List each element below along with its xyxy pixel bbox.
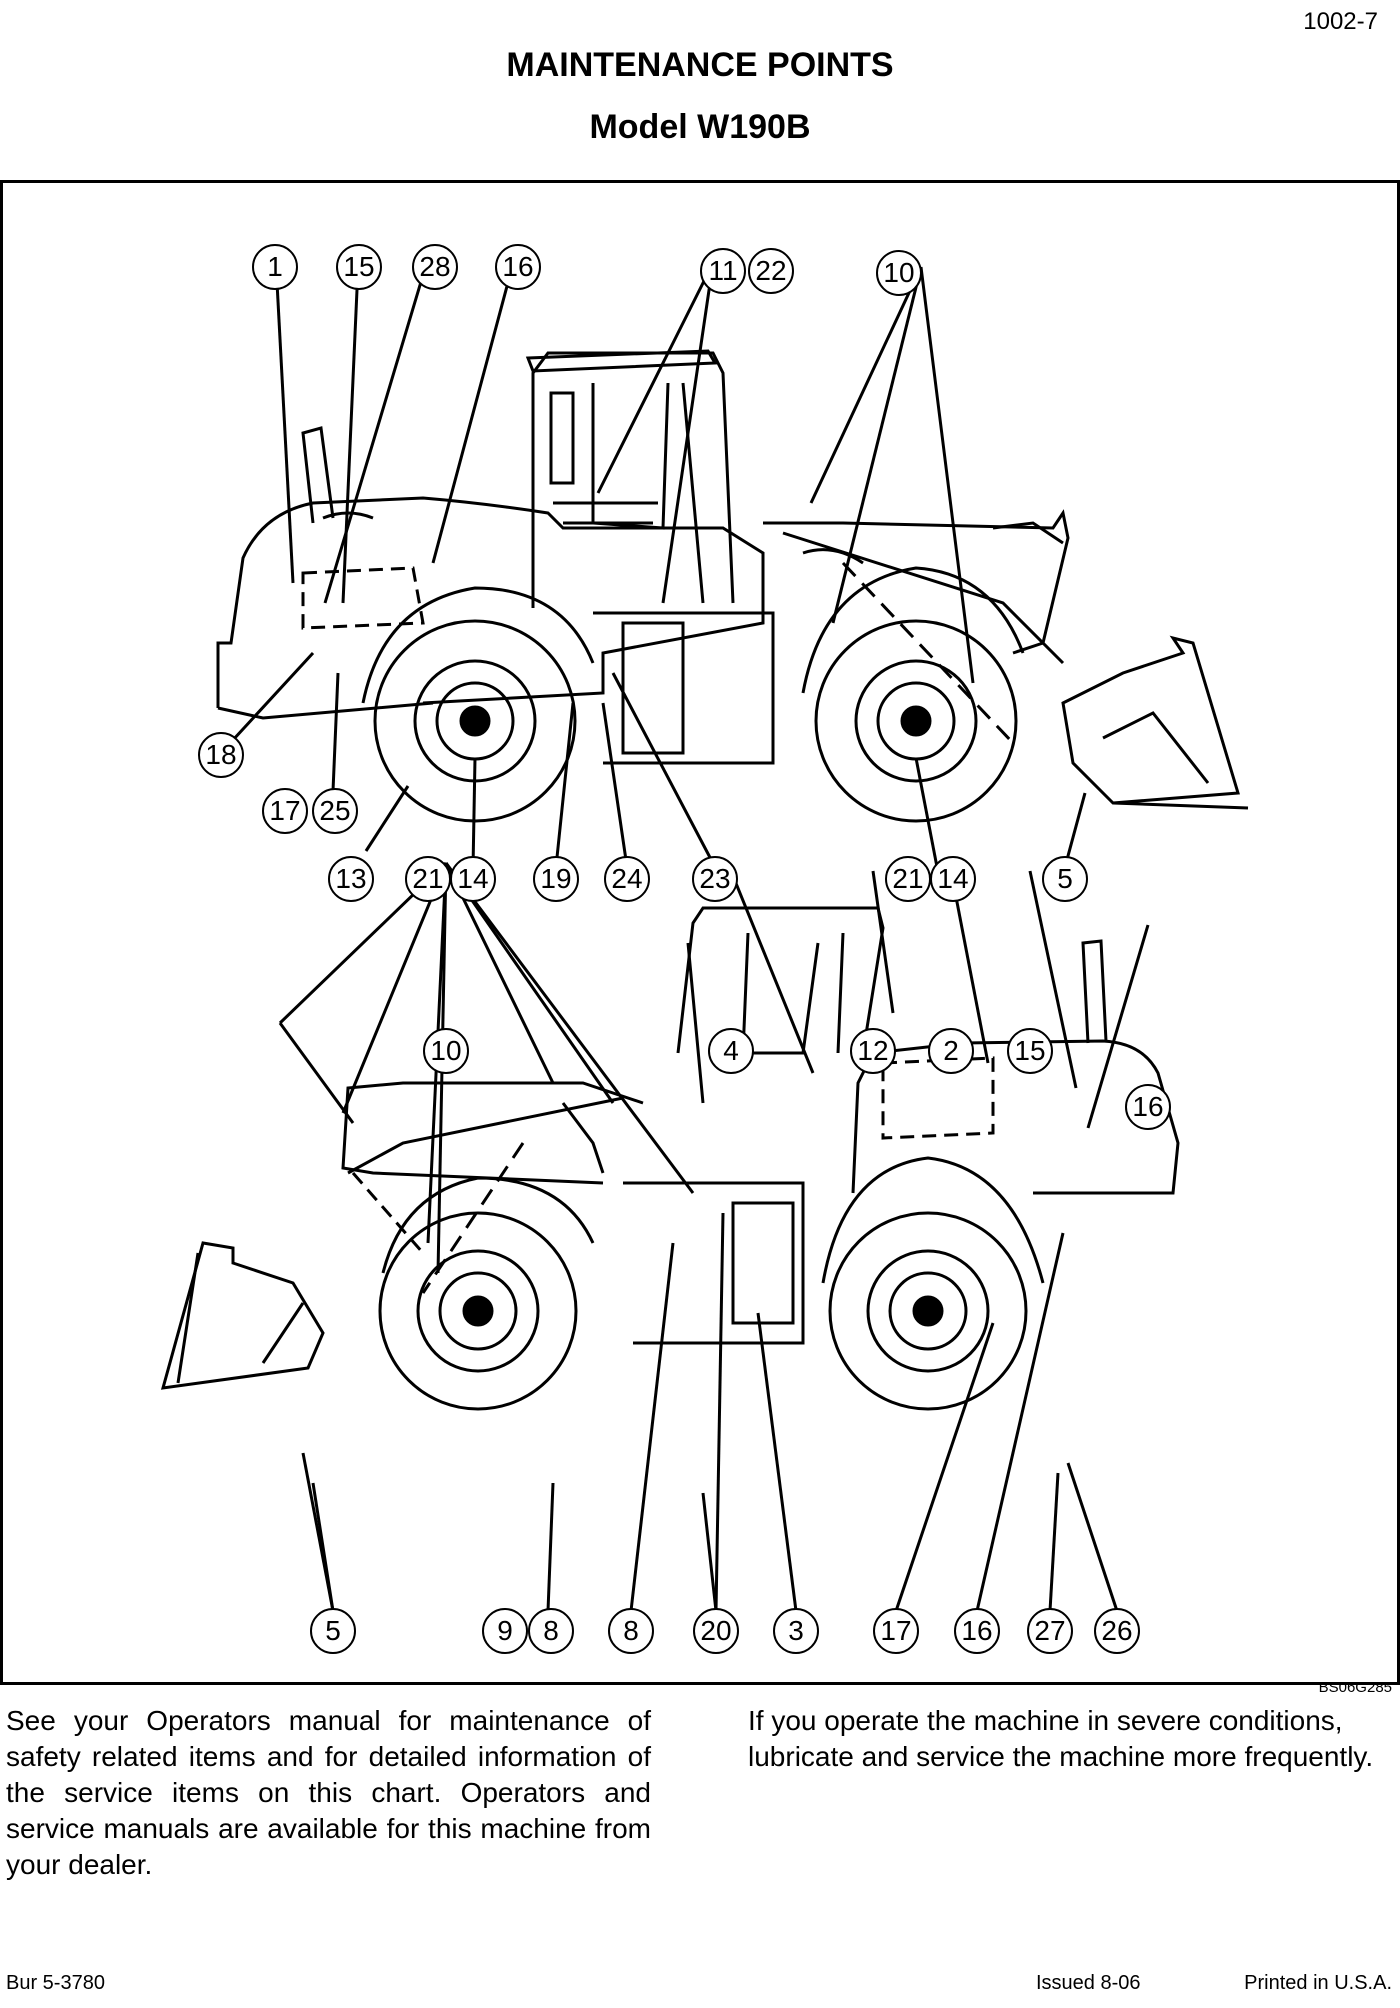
callout-circle bbox=[528, 1608, 574, 1654]
callout-label: 5 bbox=[325, 1615, 341, 1646]
footer-doc-number: Bur 5-3780 bbox=[6, 1972, 105, 1994]
callout-circle bbox=[700, 248, 746, 294]
callout-label: 1 bbox=[267, 251, 283, 282]
callout-label: 10 bbox=[883, 257, 914, 288]
callout-label: 27 bbox=[1034, 1615, 1065, 1646]
bottom-loader-drawing bbox=[160, 861, 1180, 1612]
callout-circle bbox=[482, 1608, 528, 1654]
callout-label: 23 bbox=[699, 863, 730, 894]
callout-label: 8 bbox=[623, 1615, 639, 1646]
callout-label: 20 bbox=[700, 1615, 731, 1646]
maintenance-diagram: 1 15 28 16 11 22 10 18 17 25 13 21 14 19… bbox=[0, 180, 1400, 1685]
body-text-right: If you operate the machine in severe con… bbox=[748, 1705, 1374, 1772]
callout-circle bbox=[310, 1608, 356, 1654]
callout-circle bbox=[533, 856, 579, 902]
callout-circle bbox=[748, 248, 794, 294]
callout-label: 17 bbox=[880, 1615, 911, 1646]
callout-label: 9 bbox=[497, 1615, 513, 1646]
callout-label: 16 bbox=[1132, 1091, 1163, 1122]
callout-label: 25 bbox=[319, 795, 350, 826]
callout-label: 13 bbox=[335, 863, 366, 894]
callout-circle bbox=[1094, 1608, 1140, 1654]
footer-printed: Printed in U.S.A. bbox=[1244, 1972, 1392, 1994]
callout-circle bbox=[412, 244, 458, 290]
callout-label: 28 bbox=[419, 251, 450, 282]
figure-code: BS06G285 bbox=[1318, 1679, 1392, 1696]
callout-label: 11 bbox=[708, 255, 737, 286]
callout-circle bbox=[873, 1608, 919, 1654]
callout-label: 15 bbox=[1014, 1035, 1045, 1066]
callout-label: 2 bbox=[943, 1035, 959, 1066]
model-subtitle: Model W190B bbox=[589, 108, 811, 146]
callout-circle bbox=[1125, 1084, 1171, 1130]
callout-circle bbox=[1007, 1028, 1053, 1074]
callout-circle bbox=[708, 1028, 754, 1074]
callout-circle bbox=[773, 1608, 819, 1654]
callout-circle bbox=[608, 1608, 654, 1654]
callout-label: 19 bbox=[540, 863, 571, 894]
callout-label: 21 bbox=[892, 863, 923, 894]
callout-label: 15 bbox=[343, 251, 374, 282]
callout-label: 8 bbox=[543, 1615, 559, 1646]
callout-label: 22 bbox=[755, 255, 786, 286]
callout-label: 17 bbox=[269, 795, 300, 826]
top-loader-drawing bbox=[216, 244, 1249, 870]
callout-circle bbox=[692, 856, 738, 902]
callout-circle bbox=[1027, 1608, 1073, 1654]
callout-circle bbox=[495, 244, 541, 290]
callout-circle bbox=[252, 244, 298, 290]
callout-label: 10 bbox=[430, 1035, 461, 1066]
page-title: MAINTENANCE POINTS bbox=[506, 46, 894, 84]
callout-label: 14 bbox=[457, 863, 488, 894]
callout-circle bbox=[336, 244, 382, 290]
callout-circle bbox=[930, 856, 976, 902]
callout-circle bbox=[312, 788, 358, 834]
callout-label: 16 bbox=[502, 251, 533, 282]
callout-circle bbox=[423, 1028, 469, 1074]
callout-circle bbox=[850, 1028, 896, 1074]
body-text-left: See your Operators manual for maintenanc… bbox=[6, 1705, 651, 1880]
callout-label: 26 bbox=[1101, 1615, 1132, 1646]
callout-label: 14 bbox=[937, 863, 968, 894]
callout-circle bbox=[876, 250, 922, 296]
callout-circle bbox=[604, 856, 650, 902]
callout-circle bbox=[928, 1028, 974, 1074]
callout-label: 18 bbox=[205, 739, 236, 770]
callout-label: 12 bbox=[857, 1035, 888, 1066]
page-number: 1002-7 bbox=[1303, 8, 1378, 35]
callout-circle bbox=[954, 1608, 1000, 1654]
callout-label: 21 bbox=[412, 863, 443, 894]
callout-circle bbox=[1042, 856, 1088, 902]
callout-circle bbox=[262, 788, 308, 834]
callout-circle bbox=[450, 856, 496, 902]
callout-label: 24 bbox=[611, 863, 642, 894]
callout-label: 5 bbox=[1057, 863, 1073, 894]
callout-circle bbox=[328, 856, 374, 902]
callout-label: 4 bbox=[723, 1035, 739, 1066]
callout-circle bbox=[198, 732, 244, 778]
footer-issued: Issued 8-06 bbox=[1036, 1972, 1141, 1994]
callout-circle bbox=[693, 1608, 739, 1654]
callout-label: 16 bbox=[961, 1615, 992, 1646]
callout-label: 3 bbox=[788, 1615, 804, 1646]
